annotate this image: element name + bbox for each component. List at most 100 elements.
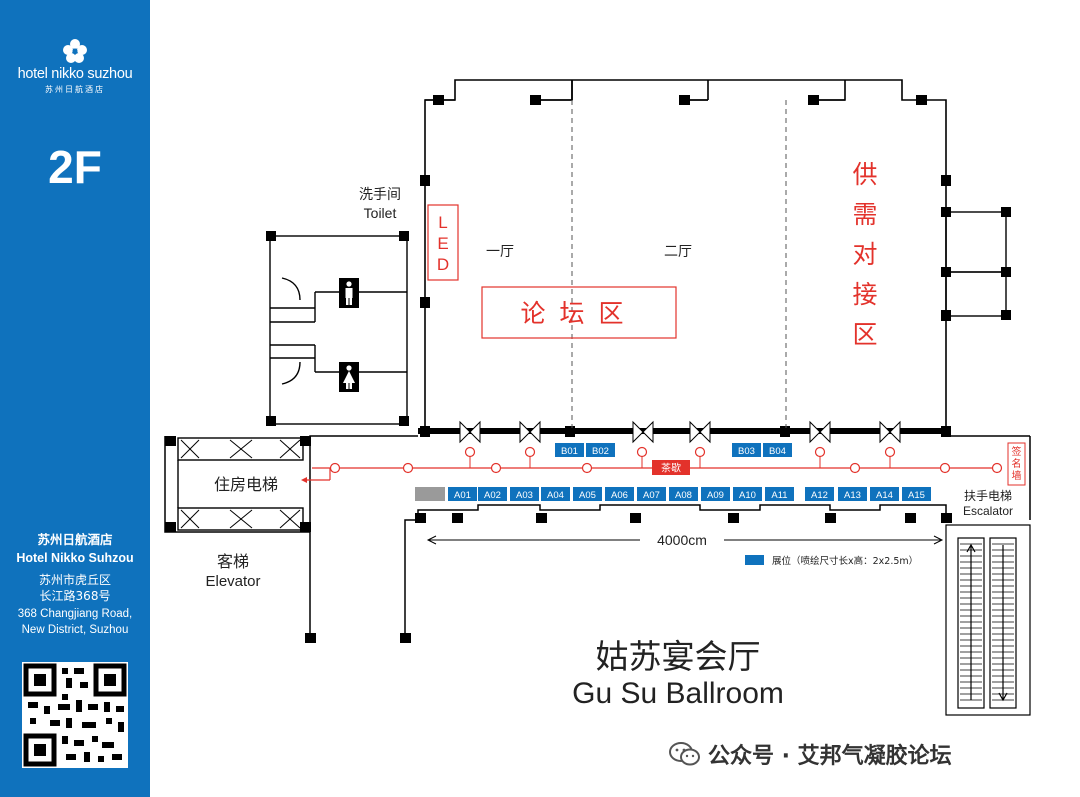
watermark-text: 公众号 · 艾邦气凝胶论坛 xyxy=(708,744,952,769)
booth-a-label: A11 xyxy=(771,490,787,501)
address-en-2: New District, Suzhou xyxy=(21,624,129,636)
corridor-bottom-wall xyxy=(417,504,947,520)
booth-a xyxy=(605,487,634,501)
address-en-1: 368 Changjiang Road, xyxy=(17,608,133,620)
hall-2-label: 二厅 xyxy=(664,244,692,260)
booth-blank xyxy=(415,487,445,501)
toilet-label-cn: 洗手间 xyxy=(359,187,401,203)
booths-a-row: A01 A02 A03 A04 A05 A06 A07 A08 A09 A10 A11 A12 A13 A… xyxy=(448,487,931,501)
address-cn-2: 长江路368号 xyxy=(39,589,111,603)
guest-elevator-label-en: Elevator xyxy=(205,573,260,590)
booth-a xyxy=(838,487,867,501)
floor-label: 2F xyxy=(48,141,102,193)
booth-a xyxy=(541,487,570,501)
led-screen-text: LED xyxy=(437,213,449,274)
booth-a-label: A04 xyxy=(547,490,564,501)
ballroom-title-en: Gu Su Ballroom xyxy=(572,677,784,710)
booth-a-label: A01 xyxy=(454,490,471,501)
led-text-char: E xyxy=(437,234,448,253)
led-screen-box xyxy=(427,204,459,281)
booth-a-label: A07 xyxy=(643,490,660,501)
booth-a xyxy=(733,487,762,501)
escalator-label-cn: 扶手电梯 xyxy=(964,488,1012,503)
sign-wall-text-char: 名 xyxy=(1012,457,1022,470)
right-annex xyxy=(945,211,1007,317)
escalator-label-en: Escalator xyxy=(963,504,1013,518)
booth-a xyxy=(870,487,899,501)
booth-a-label: A09 xyxy=(707,490,724,501)
booth-a xyxy=(669,487,698,501)
tea-break-label: 茶歇 xyxy=(661,462,681,475)
booth-b xyxy=(555,443,584,457)
booth-a xyxy=(902,487,931,501)
toilet-label-en: Toilet xyxy=(364,205,397,221)
booth-a-label: A03 xyxy=(516,490,533,501)
address-cn-1: 苏州市虎丘区 xyxy=(38,573,111,587)
sign-wall-box xyxy=(1007,442,1026,486)
legend-label: 展位（喷绘尺寸长x高：2x2.5m） xyxy=(772,555,918,567)
hotel-name-en: Hotel Nikko Suhzou xyxy=(16,551,134,565)
booth-a-label: A06 xyxy=(611,490,628,501)
residential-elevator-shafts xyxy=(177,437,304,531)
escalator-icon xyxy=(945,524,1031,716)
booth-a-label: A10 xyxy=(739,490,756,501)
corridor-top-wall xyxy=(418,428,946,434)
booth-a xyxy=(765,487,794,501)
sign-wall-text-char: 签 xyxy=(1012,445,1022,458)
supply-text-char: 区 xyxy=(852,320,877,349)
supply-text-char: 供 xyxy=(852,160,877,189)
male-toilet-icon xyxy=(339,278,359,308)
hall-doors xyxy=(459,420,901,444)
sign-wall-text-char: 墙 xyxy=(1012,469,1022,482)
booth-a-label: A02 xyxy=(484,490,501,501)
residential-elevator-label: 住房电梯 xyxy=(214,475,278,494)
forum-zone-label: 论坛区 xyxy=(520,299,637,328)
brand-logo-cn: 苏州日航酒店 xyxy=(45,85,105,94)
booth-a-label: A13 xyxy=(844,490,861,501)
booth-a-label: A14 xyxy=(876,490,893,501)
booth-a-label: A05 xyxy=(579,490,596,501)
supply-text-char: 接 xyxy=(852,280,877,309)
dimension-label: 4000cm xyxy=(657,532,707,548)
booth-b-label: B03 xyxy=(738,446,755,457)
qr-code-icon xyxy=(23,663,127,767)
booth-a xyxy=(805,487,834,501)
booth-b-label: B02 xyxy=(592,446,609,457)
booth-a xyxy=(510,487,539,501)
ballroom-title-cn: 姑苏宴会厅 xyxy=(596,637,761,676)
brand-logo-text: hotel nikko suzhou xyxy=(17,66,133,82)
booth-a xyxy=(637,487,666,501)
booth-a xyxy=(701,487,730,501)
booth-b xyxy=(732,443,761,457)
booth-a xyxy=(478,487,507,501)
led-text-char: D xyxy=(437,255,449,274)
booth-a-label: A15 xyxy=(908,490,925,501)
route-markers xyxy=(329,446,1003,474)
hall-1-label: 一厅 xyxy=(486,244,514,260)
booth-b xyxy=(586,443,615,457)
qr-code xyxy=(22,662,128,768)
female-toilet-icon xyxy=(339,362,359,392)
booth-a-label: A12 xyxy=(811,490,828,501)
supply-text-char: 需 xyxy=(852,200,877,229)
booth-a xyxy=(448,487,477,501)
escalator-steps xyxy=(960,543,1014,701)
booth-b-label: B04 xyxy=(769,446,786,457)
supply-text-char: 对 xyxy=(852,240,877,269)
sign-wall-text: 签名墙 xyxy=(1012,445,1022,482)
booth-b-label: B01 xyxy=(561,446,578,457)
booth-a xyxy=(573,487,602,501)
forum-zone-box xyxy=(481,286,677,339)
guest-elevator-label-cn: 客梯 xyxy=(217,552,249,571)
led-text-char: L xyxy=(438,213,447,232)
sidebar: hotel nikko suzhou 苏州日航酒店 2F 苏州日航酒店 Hote… xyxy=(0,0,150,797)
booth-a-label: A08 xyxy=(675,490,692,501)
wechat-icon xyxy=(669,742,700,766)
booths-b-row: B01 B02 B03 B04 xyxy=(555,443,792,457)
toilet-block xyxy=(269,235,408,425)
nikko-flower-logo-icon xyxy=(63,39,87,63)
legend-swatch xyxy=(745,555,764,565)
booth-b xyxy=(763,443,792,457)
